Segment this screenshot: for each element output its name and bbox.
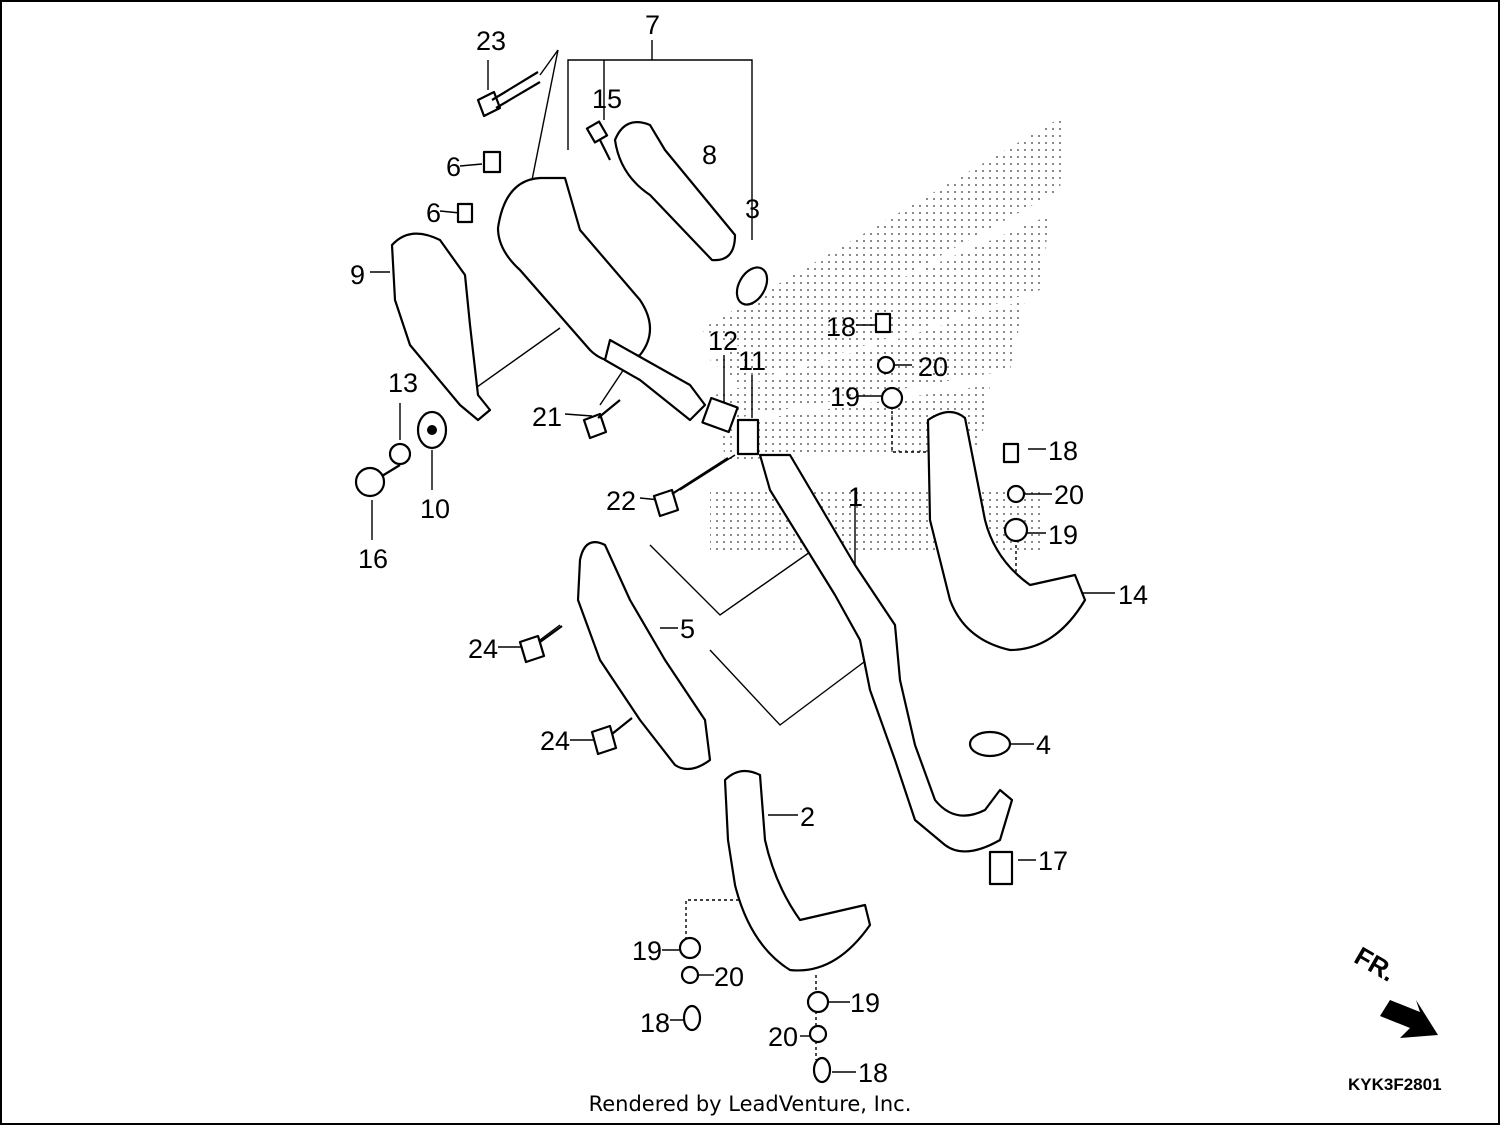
callout-20-right: 20	[1054, 480, 1084, 510]
bolt-24-upper	[518, 625, 563, 664]
callout-24-lower: 24	[540, 726, 570, 756]
bolt-24-lower	[590, 717, 633, 756]
bolt-21	[582, 399, 621, 440]
pipe-heat-guard-14	[926, 410, 1087, 652]
callout-24-upper: 24	[468, 634, 498, 664]
spark-arrestor-8	[613, 121, 737, 262]
gasket-4	[968, 730, 1012, 758]
pipe-heat-guard-5	[576, 541, 712, 771]
callout-12: 12	[708, 326, 738, 356]
diagram-code: KYK3F2801	[1348, 1075, 1442, 1094]
callout-19-top: 19	[830, 382, 860, 412]
callout-22: 22	[606, 486, 636, 516]
callout-6-upper: 6	[446, 152, 461, 182]
callout-8: 8	[702, 140, 717, 170]
callout-18-right: 18	[1048, 436, 1078, 466]
nut-6-lower	[456, 202, 474, 224]
callout-18-bottom-left: 18	[640, 1008, 670, 1038]
exhaust-pipe-1	[758, 453, 1014, 853]
callout-2: 2	[800, 802, 815, 832]
callout-21: 21	[532, 402, 562, 432]
clamp-11	[736, 418, 760, 456]
callout-labels: 7 23 15 8 6 6 3 9 18 20 19 12 11 13 21 1…	[350, 10, 1148, 1088]
washer-10-hole	[427, 425, 437, 435]
callout-13: 13	[388, 368, 418, 398]
callout-11: 11	[738, 346, 766, 376]
callout-6-lower: 6	[426, 198, 441, 228]
small-hardware	[678, 312, 1029, 1084]
pipe-heat-guard-2	[723, 769, 872, 972]
parts	[354, 71, 1438, 1084]
callout-3: 3	[745, 194, 760, 224]
front-direction-label: FR.	[1349, 941, 1400, 988]
gasket-12	[701, 396, 739, 434]
callout-4: 4	[1036, 730, 1051, 760]
callout-20-bottom-left: 20	[714, 962, 744, 992]
front-direction-arrow	[1380, 1000, 1438, 1038]
nut-6-upper	[482, 150, 502, 174]
callout-7: 7	[645, 10, 660, 40]
callout-17: 17	[1038, 846, 1068, 876]
callout-23: 23	[476, 26, 506, 56]
callout-19-right: 19	[1048, 520, 1078, 550]
callout-9: 9	[350, 260, 365, 290]
muffler-heat-guard-9	[390, 232, 492, 422]
callout-18-bottom-right: 18	[858, 1058, 888, 1088]
gasket-3	[735, 266, 769, 306]
callout-16: 16	[358, 544, 388, 574]
muffler-tailpipe	[603, 338, 707, 422]
callout-18-top: 18	[826, 312, 856, 342]
callout-15: 15	[592, 84, 622, 114]
callout-1: 1	[848, 482, 863, 512]
muffler-body	[496, 176, 652, 363]
washer-13	[388, 442, 412, 466]
bolt-22	[652, 457, 729, 518]
callout-20-bottom-right: 20	[768, 1022, 798, 1052]
callout-14: 14	[1118, 580, 1148, 610]
nut-17	[988, 850, 1014, 886]
bolt-23	[476, 71, 541, 118]
footer-credit: Rendered by LeadVenture, Inc.	[588, 1092, 912, 1116]
callout-10: 10	[420, 494, 450, 524]
screw-16	[354, 464, 401, 498]
bolt-15	[585, 120, 611, 161]
callout-20-top: 20	[918, 352, 948, 382]
callout-5: 5	[680, 614, 695, 644]
callout-19-bottom-right: 19	[850, 988, 880, 1018]
callout-19-bottom-left: 19	[632, 936, 662, 966]
